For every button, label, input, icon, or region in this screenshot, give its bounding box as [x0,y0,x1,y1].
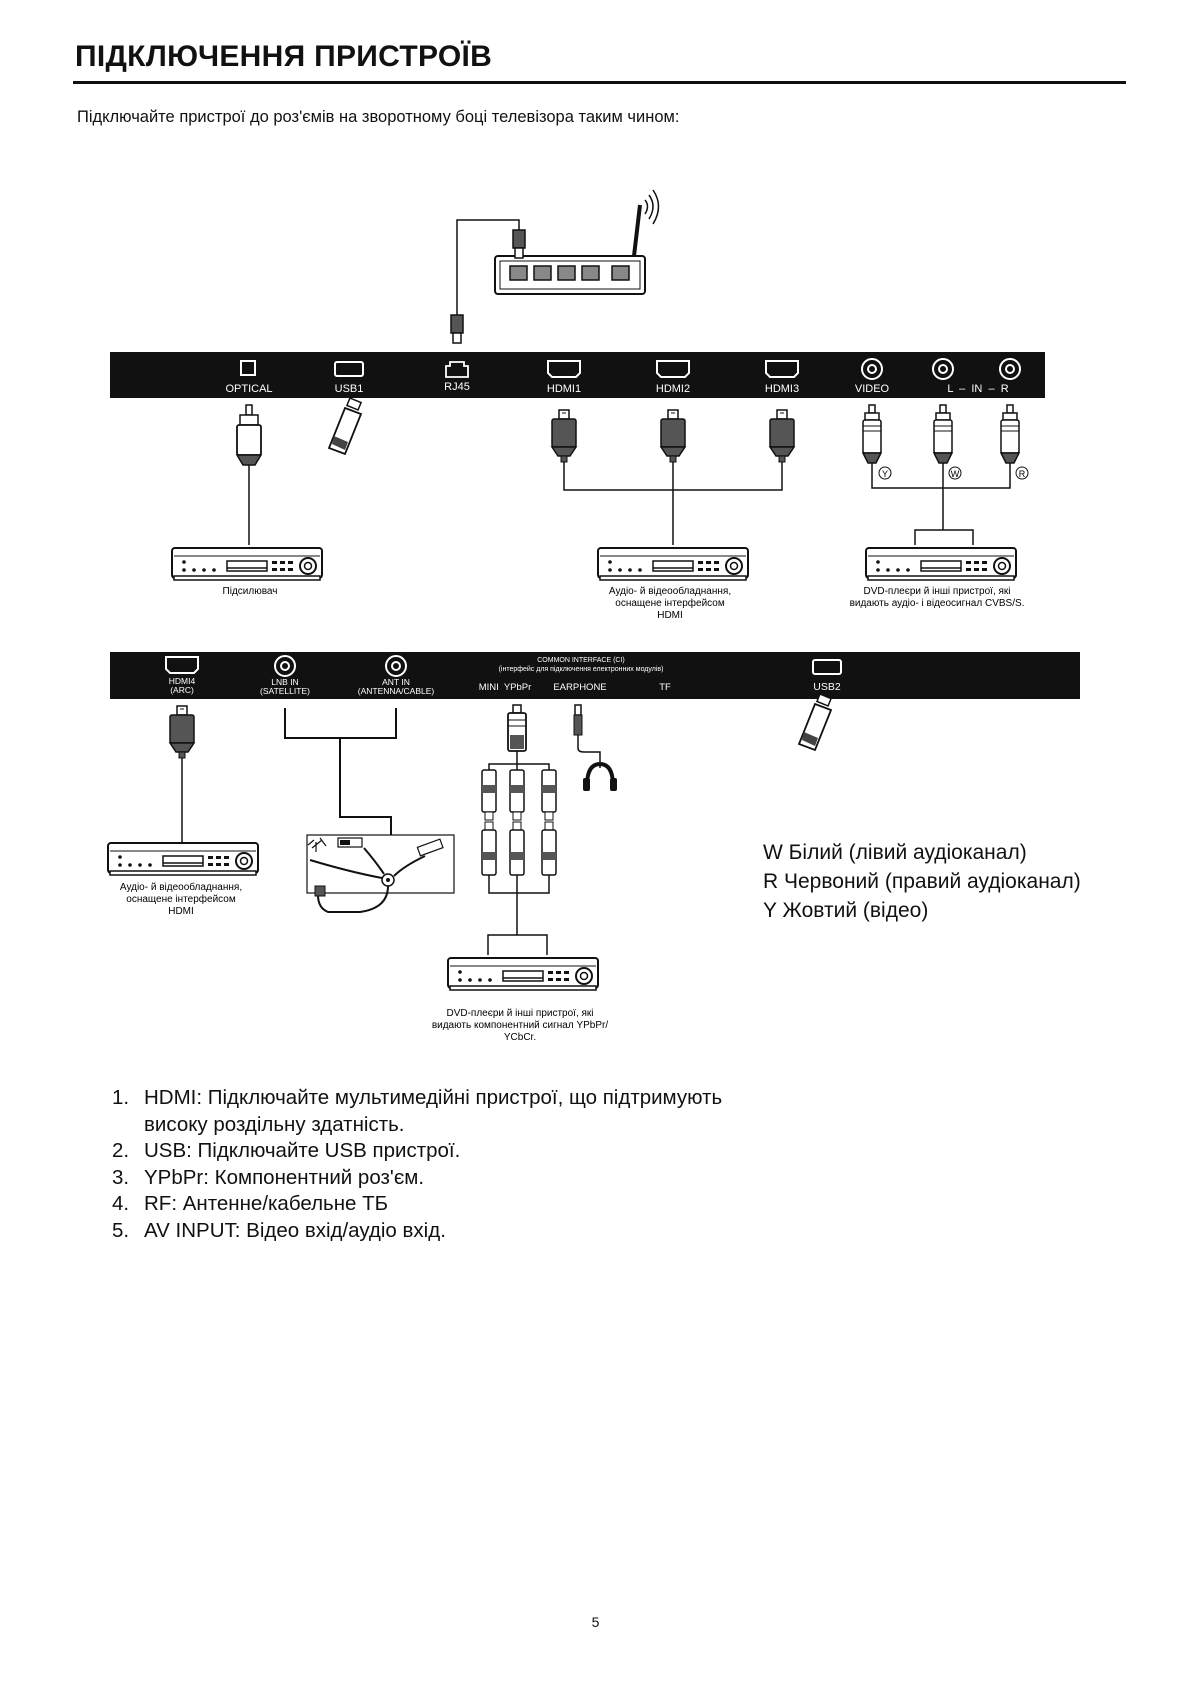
device-label: DVD-плеєри й інші пристрої, які [863,586,1010,597]
list-number: 5. [112,1218,130,1242]
port-label: L – IN – R [947,383,1008,395]
dvd-cvbs-device-icon [865,547,1017,581]
bottom-connector-panel: HDMI4 (ARC) LNB IN (SATELLITE) ANT IN (A… [110,652,1080,699]
port-label: OPTICAL [225,383,272,395]
dvd-ypbpr-device-icon [447,957,599,991]
device-label: видають компонентний сигнал YPbPr/ [432,1020,609,1031]
hdmi-plug-icon [660,409,686,463]
connection-diagram: OPTICAL USB1 RJ45 HDMI1 HDMI2 HDMI3 VIDE… [107,189,1080,1043]
device-label: Аудіо- й відеообладнання, [120,881,242,893]
list-number: 3. [112,1165,130,1189]
title-divider [73,81,1126,84]
component-cable [488,704,550,770]
hdmi-av-device-icon [597,547,749,581]
port-label: VIDEO [855,383,890,395]
legend-item: Y Жовтий (відео) [763,899,929,922]
port-label: ANT IN [382,677,410,687]
device-label: видають аудіо- і відеосигнал CVBS/S. [850,598,1025,609]
rca-plug-icon [933,404,953,464]
hdmi-plug-icon [551,409,577,463]
list-text: AV INPUT: Відео вхід/аудіо вхід. [144,1218,446,1242]
legend-item: W Білий (лівий аудіоканал) [763,841,1027,864]
port-label: (ANTENNA/CABLE) [358,686,435,696]
color-legend: W Білий (лівий аудіоканал) R Червоний (п… [763,838,1081,925]
list-number: 1. [112,1086,130,1109]
device-label: оснащене інтерфейсом [615,597,725,609]
router [450,189,660,344]
usb-stick-icon [798,693,832,751]
component-plugs [481,769,557,955]
headphones-icon [573,704,617,791]
port-label: TF [659,682,671,693]
port-label: RJ45 [444,381,470,393]
port-label: HDMI1 [547,383,581,395]
device-label: YCbCr. [504,1032,536,1043]
list-number: 4. [112,1192,130,1215]
port-label: LNB IN [271,677,298,687]
legend-item: R Червоний (правий аудіоканал) [763,870,1081,893]
mark-y: Y [882,469,888,479]
list-item: 5. AV INPUT: Відео вхід/аудіо вхід. [112,1218,722,1245]
amplifier-device-icon [171,547,323,581]
rca-plug-icon [1000,404,1020,464]
hdmi-plug-icon [769,409,795,463]
rca-plug-icon [862,404,882,464]
device-label: HDMI [168,906,194,917]
list-text: USB: Підключайте USB пристрої. [144,1139,461,1162]
ci-subtitle: (інтерфейс для підключення електронних м… [499,665,664,673]
page-title: ПІДКЛЮЧЕННЯ ПРИСТРОЇВ [75,40,493,73]
port-label: EARPHONE [553,682,606,693]
antenna-wiring [284,708,455,913]
hdmi-av-device-icon [107,842,259,876]
ci-title: COMMON INTERFACE (CI) [537,657,625,664]
device-label: Аудіо- й відеообладнання, [609,585,731,597]
mark-r: R [1019,469,1026,479]
port-label: (SATELLITE) [260,686,310,696]
intro-text: Підключайте пристрої до роз'ємів на звор… [77,108,680,126]
port-label: USB1 [335,383,364,395]
list-item: 1. HDMI: Підключайте мультимедійні прист… [112,1085,722,1112]
notes-list: 1. HDMI: Підключайте мультимедійні прист… [112,1085,722,1244]
optical-cable [235,404,263,545]
mark-w: W [951,469,960,479]
device-label: Підсилювач [223,586,278,597]
cable-color-marks: Y W R [878,466,1029,480]
port-label: USB2 [813,681,841,693]
device-label: DVD-плеєри й інші пристрої, які [446,1008,593,1019]
page-number: 5 [591,1614,600,1630]
device-label: оснащене інтерфейсом [126,893,236,905]
usb-stick-icon [328,397,362,455]
list-item: 2. USB: Підключайте USB пристрої. [112,1138,722,1165]
top-connector-panel: OPTICAL USB1 RJ45 HDMI1 HDMI2 HDMI3 VIDE… [110,352,1045,398]
list-text: YPbPr: Компонентний роз'єм. [144,1165,425,1189]
port-label: HDMI3 [765,383,799,395]
list-text: HDMI: Підключайте мультимедійні пристрої… [144,1086,723,1109]
port-label: (ARC) [170,685,194,695]
device-label: HDMI [657,610,683,621]
port-label: HDMI4 [169,676,196,686]
hdmi-plug-icon [169,705,195,759]
list-item: 4. RF: Антенне/кабельне ТБ [112,1191,722,1218]
list-text-continued: високу роздільну здатність. [144,1112,405,1136]
list-text: RF: Антенне/кабельне ТБ [144,1192,389,1215]
port-label: MINI YPbPr [479,682,532,693]
port-label: HDMI2 [656,383,690,395]
list-number: 2. [112,1139,130,1162]
list-item: 3. YPbPr: Компонентний роз'єм. [112,1165,722,1192]
